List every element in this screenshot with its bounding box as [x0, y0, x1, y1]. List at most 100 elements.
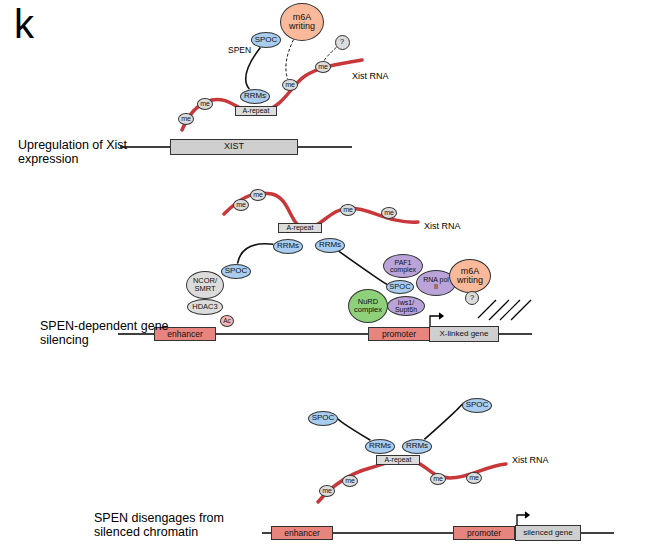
step-label: SPEN-dependent gene silencing: [40, 320, 180, 348]
nascent-transcript-lines: [478, 300, 531, 320]
unknown-factor: ?: [335, 35, 350, 50]
methyl-mark: me: [233, 199, 249, 211]
node-text: RRMs: [369, 442, 391, 450]
node-text: enhancer: [167, 330, 202, 339]
step-label: Upregulation of Xist expression: [18, 139, 158, 167]
dashed-link: [286, 40, 294, 80]
node-text: me: [469, 474, 479, 481]
transcription-start-arrow: [430, 313, 529, 525]
methyl-mark: me: [178, 113, 194, 125]
methyl-mark: me: [381, 207, 397, 219]
node-text: me: [343, 206, 353, 213]
spen-tether: [338, 418, 371, 440]
rna-label: Xist RNA: [424, 222, 461, 232]
node-text: A-repeat: [385, 456, 412, 463]
protein-label: SPEN: [228, 46, 251, 55]
node-text: A-repeat: [243, 107, 270, 114]
acetyl-mark: Ac: [220, 315, 234, 327]
node-text: ?: [470, 294, 474, 302]
dashed-link: [324, 47, 336, 61]
unknown-factor: ?: [465, 291, 479, 305]
node-text: silenced gene: [523, 529, 572, 537]
x-linked-gene: X-linked gene: [429, 326, 499, 342]
iws1-supt6h: Iws1/ Supt6h: [387, 296, 425, 316]
node-text: promoter: [467, 529, 501, 538]
node-text: SPOC: [389, 283, 410, 291]
silenced-gene: silenced gene: [515, 525, 581, 541]
promoter-element: promoter: [368, 327, 430, 341]
methyl-mark: me: [342, 475, 358, 487]
node-text: SPOC: [225, 267, 248, 275]
node-text: RRMs: [277, 242, 299, 250]
methyl-mark: me: [466, 472, 482, 484]
step-label: SPEN disengages from silenced chromatin: [94, 512, 259, 540]
node-text: me: [236, 201, 246, 208]
methyl-mark: me: [197, 98, 213, 110]
node-text: X-linked gene: [440, 330, 489, 338]
rrm-domain: RRMs: [315, 238, 345, 253]
node-text: SPOC: [312, 414, 335, 422]
m6a-writer: m6A writing: [280, 3, 324, 41]
a-repeat: A-repeat: [376, 455, 420, 465]
node-text: A-repeat: [287, 224, 314, 231]
node-text: promoter: [382, 330, 416, 339]
rna-label: Xist RNA: [512, 456, 549, 466]
node-text: me: [318, 63, 328, 70]
rrm-domain: RRMs: [240, 89, 270, 104]
genomic-dna-line: [118, 147, 614, 533]
node-text: me: [384, 209, 394, 216]
node-text: RNA pol II: [421, 276, 451, 291]
node-text: me: [200, 100, 210, 107]
node-text: enhancer: [284, 529, 319, 538]
node-text: SPOC: [466, 401, 489, 409]
m6a-writer: m6A writing: [449, 259, 491, 293]
node-text: NuRD complex: [351, 298, 385, 314]
node-text: me: [345, 477, 355, 484]
methyl-mark: me: [430, 473, 446, 485]
node-text: RRMs: [244, 92, 266, 100]
a-repeat: A-repeat: [235, 106, 277, 116]
methyl-mark: me: [319, 485, 335, 497]
methyl-mark: me: [315, 61, 331, 73]
hdac3: HDAC3: [187, 299, 223, 315]
nurd-complex: NuRD complex: [348, 289, 388, 323]
node-text: Iws1/ Supt6h: [391, 299, 421, 314]
spoc-domain: SPOC: [221, 264, 251, 279]
rrm-domain: RRMs: [365, 439, 395, 454]
node-text: HDAC3: [192, 303, 217, 311]
node-text: SPOC: [255, 36, 278, 44]
rrm-domain: RRMs: [273, 239, 303, 254]
spen-tether: [424, 403, 462, 439]
node-text: me: [322, 487, 332, 494]
node-text: me: [285, 81, 295, 88]
promoter-element: promoter: [453, 526, 515, 540]
node-text: XIST: [224, 142, 244, 151]
node-text: me: [253, 191, 263, 198]
xist-gene: XIST: [170, 139, 298, 155]
node-text: NCOR/ SMRT: [189, 277, 221, 293]
spen-tether: [237, 244, 273, 264]
paf1-complex: PAF1 complex: [383, 254, 423, 278]
rna-label: Xist RNA: [352, 72, 389, 82]
panel-letter: k: [14, 2, 34, 46]
node-text: m6A writing: [284, 13, 320, 32]
spoc-domain: SPOC: [308, 411, 338, 426]
node-text: me: [181, 115, 191, 122]
methyl-mark: me: [250, 189, 266, 201]
spoc-domain: SPOC: [251, 32, 281, 48]
rrm-domain: RRMs: [402, 439, 432, 454]
a-repeat: A-repeat: [278, 223, 322, 233]
spoc-domain: SPOC: [462, 398, 492, 413]
spen-tether: [339, 251, 387, 284]
methyl-mark: me: [282, 79, 298, 91]
xist-rna-strand: [182, 60, 506, 502]
methyl-mark: me: [340, 204, 356, 216]
node-text: Ac: [223, 318, 231, 325]
node-text: RRMs: [319, 241, 341, 249]
node-text: ?: [340, 38, 344, 46]
spoc-domain: SPOC: [386, 280, 414, 294]
node-text: m6A writing: [452, 267, 488, 286]
node-text: me: [433, 475, 443, 482]
